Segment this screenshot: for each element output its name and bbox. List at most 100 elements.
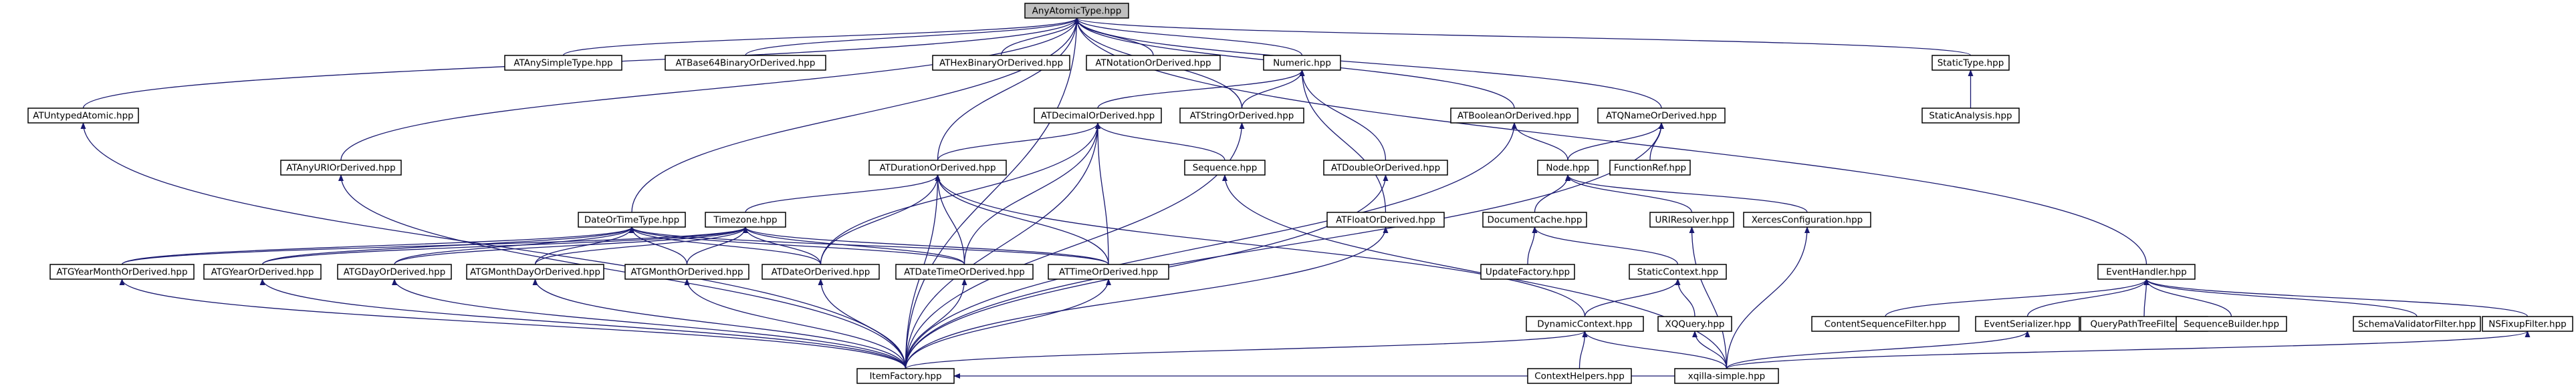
node-box [1048, 264, 1169, 280]
edge-dynamic-context-to-atduration-or-derived [935, 174, 1586, 317]
node-static-analysis[interactable]: StaticAnalysis.hpp [1921, 108, 2020, 124]
edge-atdate-or-derived-to-date-or-time-type [629, 226, 822, 265]
node-label: xqilla-simple.hpp [1688, 371, 1766, 382]
node-label: Numeric.hpp [1273, 58, 1331, 69]
node-athex-binary-or-derived[interactable]: ATHexBinaryOrDerived.hpp [932, 55, 1070, 71]
node-box [705, 212, 786, 228]
node-atstring-or-derived[interactable]: ATStringOrDerived.hpp [1179, 108, 1304, 124]
edge-atbase64-binary-or-derived-to-any-atomic-type [745, 17, 1080, 56]
node-static-context[interactable]: StaticContext.hpp [1629, 264, 1727, 280]
edge-date-or-time-type-to-any-atomic-type [631, 17, 1080, 213]
node-atgyear-month-or-derived[interactable]: ATGYearMonthOrDerived.hpp [49, 264, 195, 280]
node-box [504, 55, 622, 71]
node-nsfixup-filter[interactable]: NSFixupFilter.hpp [2482, 316, 2573, 332]
node-box [895, 264, 1034, 280]
node-sequence-builder[interactable]: SequenceBuilder.hpp [2176, 316, 2287, 332]
node-label: ATDoubleOrDerived.hpp [1331, 163, 1440, 174]
node-atdouble-or-derived[interactable]: ATDoubleOrDerived.hpp [1323, 160, 1448, 176]
node-box [932, 55, 1070, 71]
node-label: SequenceBuilder.hpp [2184, 319, 2279, 330]
node-attime-or-derived[interactable]: ATTimeOrDerived.hpp [1048, 264, 1169, 280]
node-box [1629, 264, 1727, 280]
node-label: EventHandler.hpp [2106, 267, 2187, 278]
node-atbase64-binary-or-derived[interactable]: ATBase64BinaryOrDerived.hpp [665, 55, 826, 71]
node-box [1657, 316, 1732, 332]
node-atduration-or-derived[interactable]: ATDurationOrDerived.hpp [868, 160, 1007, 176]
node-node[interactable]: Node.hpp [1537, 160, 1599, 176]
node-box [2176, 316, 2287, 332]
node-atgyear-or-derived[interactable]: ATGYearOrDerived.hpp [203, 264, 322, 280]
node-sequence[interactable]: Sequence.hpp [1184, 160, 1266, 176]
node-atqname-or-derived[interactable]: ATQNameOrDerived.hpp [1597, 108, 1726, 124]
node-atgmonth-day-or-derived[interactable]: ATGMonthDayOrDerived.hpp [466, 264, 604, 280]
node-date-or-time-type[interactable]: DateOrTimeType.hpp [578, 212, 686, 228]
node-document-cache[interactable]: DocumentCache.hpp [1482, 212, 1587, 228]
node-label: ATDurationOrDerived.hpp [879, 163, 996, 174]
node-label: ATFloatOrDerived.hpp [1336, 215, 1435, 226]
edge-sequence-to-atdecimal-or-derived [1095, 122, 1225, 161]
edge-xerces-configuration-to-node [1565, 174, 1808, 213]
node-box [1609, 160, 1691, 176]
node-label: ATAnySimpleType.hpp [513, 58, 612, 69]
node-atgmonth-or-derived[interactable]: ATGMonthOrDerived.hpp [624, 264, 749, 280]
node-atany-simple-type[interactable]: ATAnySimpleType.hpp [504, 55, 622, 71]
edge-xqilla-simple-to-xqquery [1692, 331, 1728, 369]
node-timezone[interactable]: Timezone.hpp [705, 212, 786, 228]
edge-xqquery-to-static-context [1675, 278, 1695, 317]
node-box [1263, 55, 1341, 71]
edge-athex-binary-or-derived-to-any-atomic-type [1000, 17, 1080, 56]
node-event-serializer[interactable]: EventSerializer.hpp [1975, 316, 2080, 332]
node-numeric[interactable]: Numeric.hpp [1263, 55, 1341, 71]
node-atuntyped-atomic[interactable]: ATUntypedAtomic.hpp [27, 108, 139, 124]
edge-atany-simple-type-to-any-atomic-type [562, 17, 1080, 56]
node-label: DynamicContext.hpp [1537, 319, 1632, 330]
node-xerces-configuration[interactable]: XercesConfiguration.hpp [1743, 212, 1871, 228]
node-atgday-or-derived[interactable]: ATGDayOrDerived.hpp [337, 264, 452, 280]
node-label: EventSerializer.hpp [1984, 319, 2071, 330]
node-label: ContextHelpers.hpp [1534, 371, 1625, 382]
node-xqilla-simple[interactable]: xqilla-simple.hpp [1674, 368, 1779, 384]
node-atdate-time-or-derived[interactable]: ATDateTimeOrDerived.hpp [895, 264, 1034, 280]
edge-atgmonth-day-or-derived-to-timezone [534, 226, 748, 265]
node-atdecimal-or-derived[interactable]: ATDecimalOrDerived.hpp [1034, 108, 1162, 124]
edge-atdouble-or-derived-to-numeric [1299, 69, 1387, 161]
edge-item-factory-to-atgyear-month-or-derived [119, 278, 907, 369]
node-item-factory[interactable]: ItemFactory.hpp [856, 368, 955, 384]
node-label: URIResolver.hpp [1655, 215, 1729, 226]
node-context-helpers[interactable]: ContextHelpers.hpp [1527, 368, 1632, 384]
node-content-sequence-filter[interactable]: ContentSequenceFilter.hpp [1811, 316, 1960, 332]
node-box [578, 212, 686, 228]
node-function-ref[interactable]: FunctionRef.hpp [1609, 160, 1691, 176]
node-atfloat-or-derived[interactable]: ATFloatOrDerived.hpp [1326, 212, 1445, 228]
node-label: DateOrTimeType.hpp [584, 215, 679, 226]
edge-item-factory-to-atdecimal-or-derived [905, 122, 1100, 369]
edge-uriresolver-to-node [1565, 174, 1693, 213]
node-xqquery[interactable]: XQQuery.hpp [1657, 316, 1732, 332]
node-dynamic-context[interactable]: DynamicContext.hpp [1526, 316, 1644, 332]
edge-atgyear-or-derived-to-timezone [261, 226, 748, 265]
node-event-handler[interactable]: EventHandler.hpp [2097, 264, 2196, 280]
node-label: NSFixupFilter.hpp [2488, 319, 2567, 330]
edge-item-factory-to-atdate-time-or-derived [905, 278, 967, 369]
node-atnotation-or-derived[interactable]: ATNotationOrDerived.hpp [1086, 55, 1221, 71]
node-update-factory[interactable]: UpdateFactory.hpp [1480, 264, 1575, 280]
node-schema-validator-filter[interactable]: SchemaValidatorFilter.hpp [2353, 316, 2481, 332]
node-static-type[interactable]: StaticType.hpp [1931, 55, 2010, 71]
node-label: Timezone.hpp [713, 215, 777, 226]
edge-node-to-atqname-or-derived [1567, 122, 1664, 161]
node-label: ATGYearOrDerived.hpp [211, 267, 314, 278]
node-label: ATUntypedAtomic.hpp [33, 111, 133, 122]
node-box [49, 264, 195, 280]
node-atboolean-or-derived[interactable]: ATBooleanOrDerived.hpp [1450, 108, 1578, 124]
node-box [868, 160, 1007, 176]
edge-static-type-to-any-atomic-type [1074, 17, 1972, 56]
node-box [1649, 212, 1734, 228]
edge-atgyear-month-or-derived-to-timezone [121, 226, 748, 265]
node-any-atomic-type[interactable]: AnyAtomicType.hpp [1024, 3, 1129, 19]
node-box [1743, 212, 1871, 228]
node-box [1975, 316, 2080, 332]
node-uriresolver[interactable]: URIResolver.hpp [1649, 212, 1734, 228]
node-atany-urior-derived[interactable]: ATAnyURIOrDerived.hpp [280, 160, 402, 176]
node-atdate-or-derived[interactable]: ATDateOrDerived.hpp [762, 264, 880, 280]
